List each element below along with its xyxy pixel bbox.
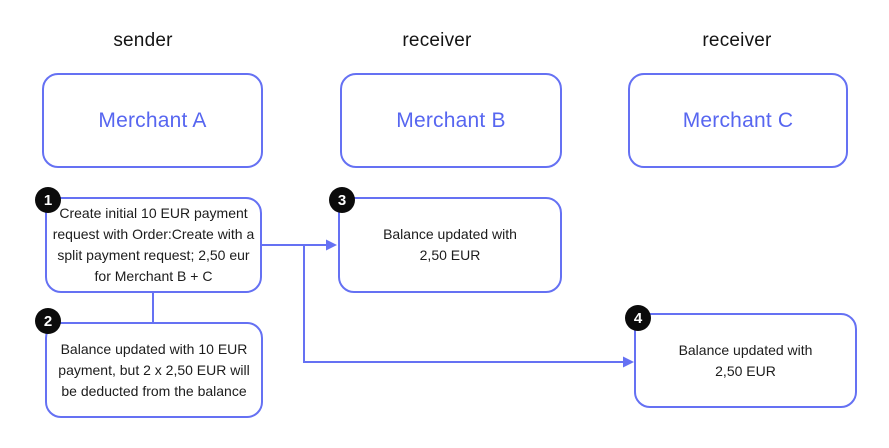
- step-4-text: Balance updated with 2,50 EUR: [678, 341, 813, 379]
- merchant-b-box: Merchant B: [340, 73, 562, 168]
- step-3-badge: 3: [329, 187, 355, 213]
- step-4-card: Balance updated with 2,50 EUR: [634, 313, 857, 408]
- column-label-receiver-b: receiver: [402, 30, 472, 51]
- merchant-c-label: Merchant C: [682, 108, 794, 132]
- step-1-badge: 1: [35, 187, 61, 213]
- merchant-b-label: Merchant B: [396, 108, 506, 132]
- step-3-card: Balance updated with 2,50 EUR: [338, 197, 562, 293]
- step-1-text: Create initial 10 EUR payment request wi…: [52, 205, 255, 284]
- step-2-badge: 2: [35, 308, 61, 334]
- step-2-text: Balance updated with 10 EUR payment, but…: [58, 340, 250, 399]
- step-1-card: Create initial 10 EUR payment request wi…: [45, 197, 262, 293]
- step-3-text: Balance updated with 2,50 EUR: [383, 226, 517, 263]
- arrowhead-step3: [326, 239, 337, 251]
- step-4-badge: 4: [625, 305, 651, 331]
- step-2-card: Balance updated with 10 EUR payment, but…: [45, 322, 263, 418]
- merchant-c-box: Merchant C: [628, 73, 848, 168]
- column-label-receiver-c: receiver: [702, 30, 772, 51]
- connector-step1-to-step4: [303, 245, 623, 363]
- merchant-a-box: Merchant A: [42, 73, 263, 168]
- merchant-a-label: Merchant A: [98, 108, 207, 132]
- column-label-sender: sender: [113, 30, 173, 51]
- arrowhead-step4: [623, 356, 634, 368]
